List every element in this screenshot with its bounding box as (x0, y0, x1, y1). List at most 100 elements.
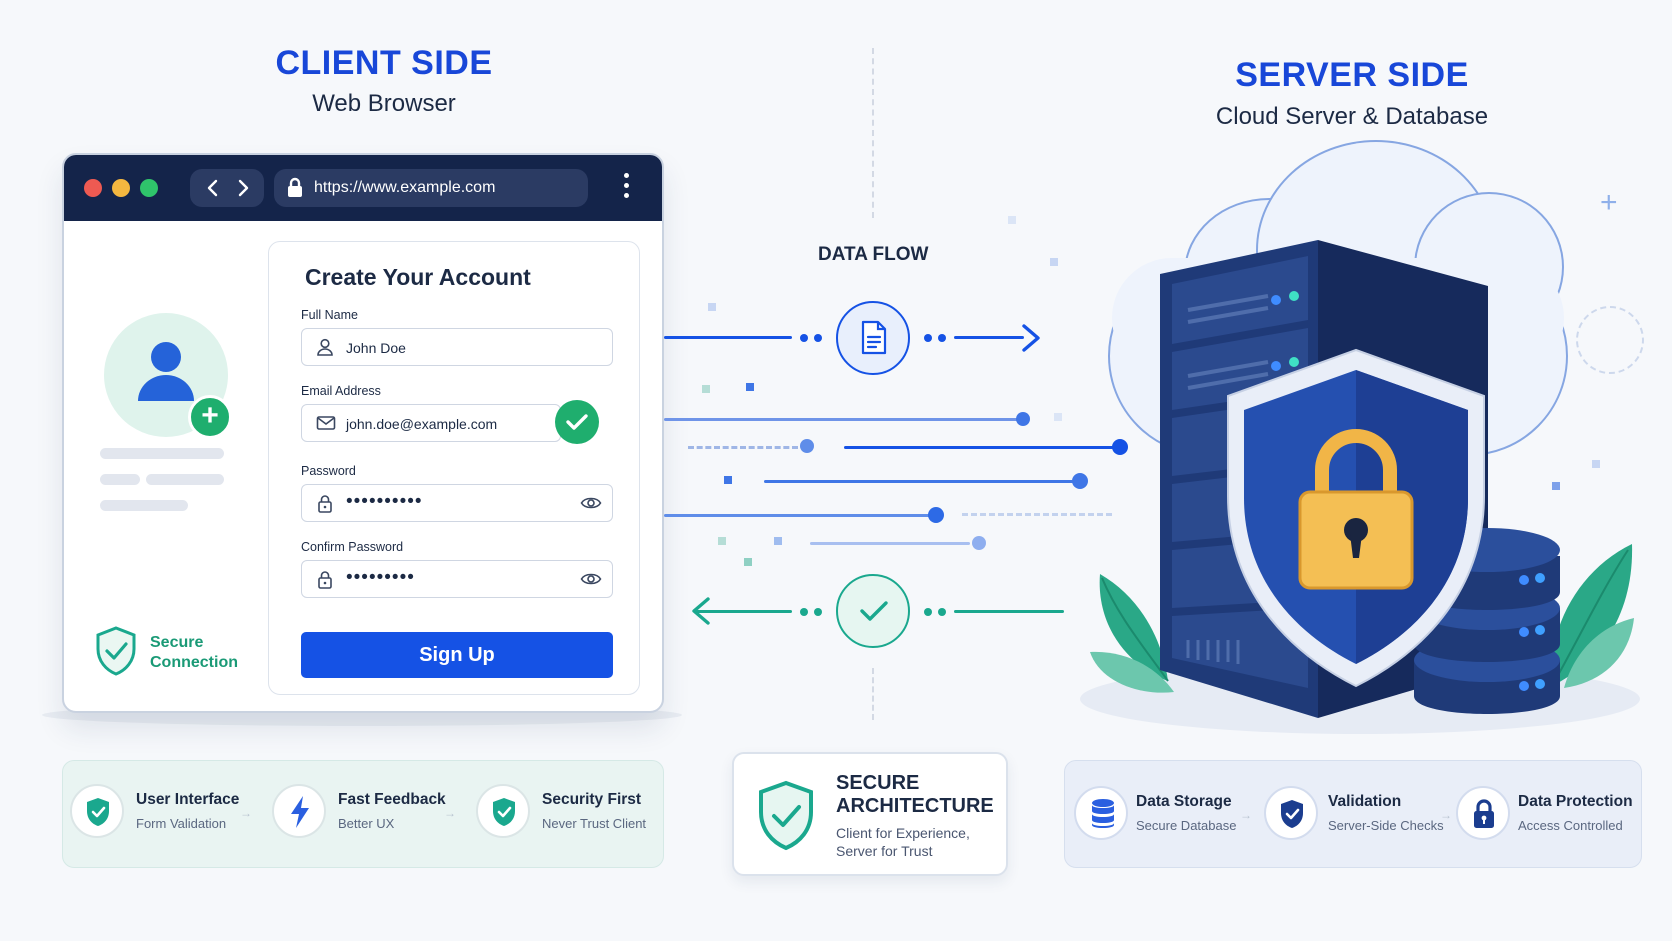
data-stream (810, 542, 970, 545)
validated-node (836, 574, 910, 648)
database-icon (1092, 799, 1114, 828)
flow-dot (814, 334, 822, 342)
feature-icon-validation (1264, 786, 1318, 840)
arrow-connector: → (1440, 808, 1452, 822)
data-stream (962, 513, 1112, 516)
stream-dot (972, 536, 986, 550)
padlock-icon (1296, 424, 1416, 592)
arrow-connector: → (444, 806, 456, 820)
arrow-left-icon (692, 597, 710, 625)
nav-buttons (190, 169, 264, 207)
feature-icon-feedback (272, 784, 326, 838)
request-line (954, 336, 1024, 339)
pixel-square (702, 385, 710, 393)
window-minimize-dot[interactable] (112, 179, 130, 197)
flow-dot (938, 334, 946, 342)
leaf-icon (1090, 651, 1174, 693)
leaf-icon (1551, 544, 1633, 687)
secure-connection-line2: Connection (150, 654, 238, 671)
lock-icon (1474, 799, 1494, 828)
data-stream (664, 514, 934, 517)
response-line (954, 610, 1064, 613)
server-side-title: SERVER SIDE (1235, 56, 1469, 94)
feature-title: Fast Feedback (338, 791, 446, 808)
feature-subtitle: Server-Side Checks (1328, 818, 1444, 833)
email-label: Email Address (301, 384, 381, 398)
placeholder-line (100, 448, 224, 459)
feature-subtitle: Secure Database (1136, 818, 1237, 833)
feature-subtitle: Form Validation (136, 816, 227, 831)
feature-subtitle: Never Trust Client (542, 816, 647, 831)
eye-icon[interactable] (580, 495, 602, 511)
full-name-field[interactable]: John Doe (301, 328, 613, 366)
password-field[interactable]: •••••••••• (301, 484, 613, 522)
stream-dot (800, 439, 814, 453)
password-label: Password (301, 464, 356, 478)
pixel-square (708, 303, 716, 311)
lock-outline-icon (318, 495, 332, 513)
arrow-right-icon (1022, 324, 1040, 352)
arrow-connector: → (240, 806, 252, 820)
pixel-square (774, 537, 782, 545)
server-side-subtitle: Cloud Server & Database (1215, 103, 1489, 130)
shield-check-icon (493, 798, 515, 826)
arrow-connector: → (1240, 808, 1252, 822)
secure-architecture-card: SECURE ARCHITECTURE Client for Experienc… (732, 752, 1008, 876)
data-stream (664, 418, 1024, 421)
stream-dot (1112, 439, 1128, 455)
form-title: Create Your Account (305, 264, 531, 290)
full-name-value: John Doe (346, 340, 406, 356)
feature-icon-storage (1074, 786, 1128, 840)
leaf-icon (1099, 574, 1169, 682)
full-name-label: Full Name (301, 308, 358, 322)
shield-check-icon (1281, 800, 1303, 828)
confirm-password-field[interactable]: ••••••••• (301, 560, 613, 598)
signup-form-card: Create Your Account Full Name John Doe E… (268, 241, 640, 695)
client-features-card (62, 760, 664, 868)
flow-dot (800, 608, 808, 616)
chevron-left-icon[interactable] (204, 178, 222, 198)
pixel-square (1592, 460, 1600, 468)
secure-connection-label: Secure Connection (150, 633, 238, 673)
document-node (836, 301, 910, 375)
leaf-icon (1564, 618, 1634, 688)
feature-title: Data Protection (1518, 793, 1633, 810)
confirm-password-value: ••••••••• (346, 567, 415, 588)
stream-dot (1016, 412, 1030, 426)
url-text: https://www.example.com (314, 179, 496, 196)
email-value: john.doe@example.com (346, 416, 498, 432)
architecture-title-line1: SECURE (836, 772, 920, 794)
window-maximize-dot[interactable] (140, 179, 158, 197)
address-bar[interactable]: https://www.example.com (274, 169, 588, 207)
envelope-icon (316, 416, 336, 430)
ring-decoration (1576, 306, 1644, 374)
server-features-card (1064, 760, 1642, 868)
lock-icon (288, 177, 302, 197)
add-user-icon: + (188, 395, 232, 439)
feature-subtitle: Better UX (338, 816, 395, 831)
plus-decoration: + (1600, 186, 1618, 219)
architecture-desc-line2: Server for Trust (836, 843, 933, 859)
window-close-dot[interactable] (84, 179, 102, 197)
secure-connection-badge: Secure Connection (94, 625, 254, 681)
feature-title: Security First (542, 791, 642, 808)
bottom-divider (872, 668, 874, 720)
password-value: •••••••••• (346, 491, 423, 512)
sign-up-button[interactable]: Sign Up (301, 632, 613, 678)
email-field[interactable]: john.doe@example.com (301, 404, 561, 442)
placeholder-line (100, 474, 140, 485)
architecture-title-line2: ARCHITECTURE (836, 795, 994, 817)
feature-icon-ui (70, 784, 124, 838)
chevron-right-icon[interactable] (234, 178, 252, 198)
pixel-square (724, 476, 732, 484)
more-menu-icon[interactable] (624, 173, 630, 203)
eye-icon[interactable] (580, 571, 602, 587)
architecture-description: Client for Experience, Server for Trust (836, 824, 970, 860)
pixel-square (1050, 258, 1058, 266)
pixel-square (746, 383, 754, 391)
feature-subtitle: Access Controlled (1518, 818, 1623, 833)
data-stream (688, 446, 798, 449)
architecture-title: SECURE ARCHITECTURE (836, 772, 994, 818)
check-icon (566, 414, 588, 430)
confirm-password-label: Confirm Password (301, 540, 404, 554)
